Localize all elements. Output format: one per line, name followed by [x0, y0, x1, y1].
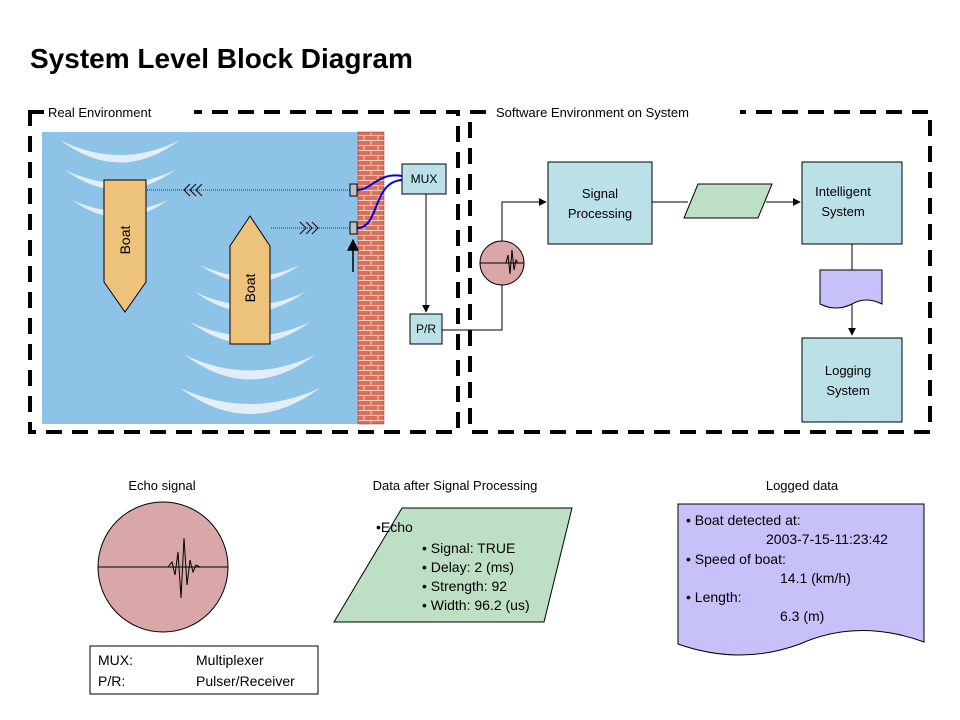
- intelligent-system-label-1: Intelligent: [815, 184, 871, 199]
- boat-1: [103, 179, 147, 313]
- logging-system-label-2: System: [826, 383, 869, 398]
- logged-line-3: • Speed of boat:: [686, 551, 786, 567]
- echo-return-marks: [183, 183, 203, 197]
- pr-to-echo-line: [442, 285, 503, 331]
- real-environment-label: Real Environment: [48, 105, 152, 120]
- intelligent-system-block: [801, 161, 903, 245]
- processed-data-item-4: • Width: 96.2 (us): [422, 597, 530, 613]
- logged-line-2: 2003-7-15-11:23:42: [766, 531, 888, 547]
- logged-line-6: 6.3 (m): [780, 608, 824, 624]
- legend-full-2: Pulser/Receiver: [196, 673, 295, 689]
- software-environment-label: Software Environment on System: [496, 105, 689, 120]
- logged-line-1: • Boat detected at:: [686, 512, 801, 528]
- cable-2: [356, 179, 403, 229]
- ping-marks: [299, 221, 319, 235]
- processed-data-heading: •Echo: [376, 519, 413, 535]
- echo-waveform: [167, 537, 201, 599]
- pr-label: P/R: [416, 322, 436, 336]
- logging-system-block: [801, 337, 903, 423]
- transducer-1: [349, 183, 358, 197]
- cable-1: [356, 174, 403, 191]
- processed-data-item-1: • Signal: TRUE: [422, 540, 515, 556]
- processed-data-block: [333, 507, 573, 623]
- transducer-2: [349, 221, 358, 235]
- legend-full-1: Multiplexer: [196, 652, 264, 668]
- logged-line-5: • Length:: [686, 589, 742, 605]
- legend-box: [89, 645, 319, 695]
- processed-data-item-2: • Delay: 2 (ms): [422, 559, 514, 575]
- logged-data-document: [677, 503, 925, 656]
- mux-block: [401, 163, 447, 195]
- data-after-caption: Data after Signal Processing: [373, 478, 538, 493]
- signal-processing-label-1: Signal: [582, 186, 618, 201]
- legend-abbr-1: MUX:: [98, 652, 133, 668]
- logged-data-caption: Logged data: [766, 478, 839, 493]
- echo-signal-caption: Echo signal: [128, 478, 195, 493]
- signal-processing-block: [547, 161, 653, 245]
- boat-2-label: Boat: [242, 273, 258, 302]
- echo-to-sp-arrow: [501, 198, 547, 241]
- brick-wall: [357, 131, 385, 425]
- water-area: [42, 132, 358, 424]
- data-packet-icon: [683, 183, 773, 219]
- boat-1-label: Boat: [117, 225, 133, 254]
- real-environment-frame: [28, 110, 460, 434]
- signal-processing-label-2: Processing: [568, 206, 632, 221]
- page-title: System Level Block Diagram: [30, 43, 413, 74]
- pr-block: [409, 313, 443, 345]
- document-icon: [819, 269, 883, 309]
- mux-label: MUX: [411, 172, 438, 186]
- logged-line-4: 14.1 (km/h): [780, 570, 851, 586]
- logging-system-label-1: Logging: [825, 363, 871, 378]
- processed-data-item-3: • Strength: 92: [422, 578, 507, 594]
- legend-abbr-2: P/R:: [98, 673, 125, 689]
- intelligent-system-label-2: System: [821, 204, 864, 219]
- boat-2: [229, 215, 271, 345]
